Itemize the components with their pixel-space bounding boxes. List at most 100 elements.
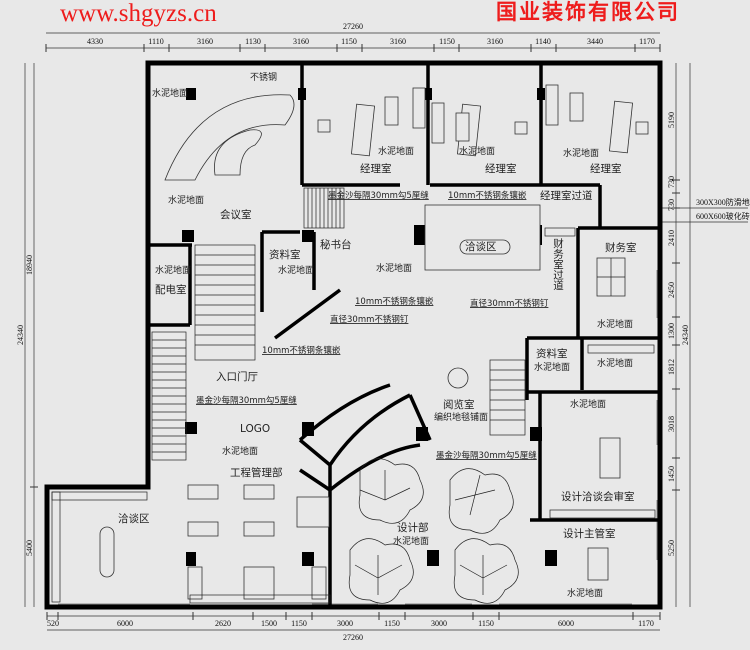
dim-top: 3160 <box>197 37 213 46</box>
dim-top: 3160 <box>390 37 406 46</box>
note-strip: 10mm不锈钢条镶嵌 <box>355 296 434 307</box>
floor-label: 水泥地面 <box>155 264 191 276</box>
room-finance: 财务室 <box>605 241 637 254</box>
design-workstations <box>348 458 519 604</box>
dim-top: 1140 <box>535 37 551 46</box>
floor-label: 水泥地面 <box>459 145 495 157</box>
floor-label: 水泥地面 <box>393 535 429 547</box>
dim-bottom: 1500 <box>261 619 277 628</box>
floor-label: 水泥地面 <box>534 361 570 373</box>
room-manager-corridor: 经理室过道 <box>540 189 593 202</box>
stairs <box>151 187 526 461</box>
dim-right: 2450 <box>667 282 676 298</box>
floor-label: 水泥地面 <box>570 398 606 410</box>
room-design-supervisor: 设计主管室 <box>563 527 616 540</box>
dim-bottom: 2620 <box>215 619 231 628</box>
dim-bottom: 6000 <box>558 619 574 628</box>
dim-top: 1170 <box>639 37 655 46</box>
dim-bottom: 3000 <box>431 619 447 628</box>
room-power: 配电室 <box>155 283 187 296</box>
dim-right: 730 <box>667 199 676 211</box>
floor-label: 水泥地面 <box>278 264 314 276</box>
note-granite: 墨金沙每隔30mm勾5厘缝 <box>196 395 297 406</box>
dim-bottom: 1150 <box>478 619 494 628</box>
dim-right: 5190 <box>667 112 676 128</box>
curved-walls <box>298 383 432 605</box>
room-archive: 资料室 <box>536 347 568 360</box>
furniture <box>51 84 656 604</box>
dim-left-total: 24340 <box>16 325 25 345</box>
dim-top: 3440 <box>587 37 603 46</box>
room-design-review: 设计洽谈会审室 <box>561 490 635 503</box>
dim-bottom-total: 27260 <box>343 633 363 642</box>
walls <box>44 60 663 610</box>
room-engineering: 工程管理部 <box>230 466 283 479</box>
dim-bottom: 1170 <box>638 619 654 628</box>
room-lobby: 入口门厅 <box>216 370 258 383</box>
dim-bottom: 1150 <box>384 619 400 628</box>
dim-right: 1300 <box>667 323 676 339</box>
dim-top: 3160 <box>487 37 503 46</box>
dim-left: 5400 <box>25 540 34 556</box>
dim-bottom: 6000 <box>117 619 133 628</box>
dim-bottom: 1150 <box>291 619 307 628</box>
dim-left: 18940 <box>25 255 34 275</box>
interior-walls <box>148 63 658 522</box>
dim-top: 1110 <box>148 37 163 46</box>
floor-label: 水泥地面 <box>563 147 599 159</box>
room-labels: 不锈钢 水泥地面 水泥地面 会议室 水泥地面 经理室 水泥地面 经理室 水泥地面… <box>118 71 637 599</box>
floor-label: 水泥地面 <box>168 194 204 206</box>
dim-right: 3018 <box>667 416 676 432</box>
floor-label: 水泥地面 <box>222 445 258 457</box>
note-granite: 墨金沙每隔30mm勾5厘缝 <box>436 450 537 461</box>
note-stainless: 不锈钢 <box>250 71 277 83</box>
room-manager: 经理室 <box>485 162 517 175</box>
dimension-labels: 27260 4330 1110 3160 1130 3160 1150 3160… <box>16 22 750 642</box>
review-table <box>599 437 621 479</box>
company-watermark: 国业装饰有限公司 <box>496 0 680 24</box>
website-watermark: www.shgyzs.cn <box>60 0 217 27</box>
floor-label: 水泥地面 <box>597 318 633 330</box>
dim-right: 730 <box>667 176 676 188</box>
room-archive: 资料室 <box>269 248 301 261</box>
callout-anti-slip-tile: 300X300防滑地 <box>696 197 750 207</box>
room-negotiation: 洽谈区 <box>465 240 497 253</box>
dim-top: 1150 <box>439 37 455 46</box>
storage-hatch <box>51 227 656 604</box>
floor-label: 水泥地面 <box>567 587 603 599</box>
callout-polished-tile: 600X600玻化砖 <box>696 211 750 221</box>
logo-wall: LOGO <box>240 423 270 435</box>
room-meeting: 会议室 <box>220 208 252 221</box>
floor-label: 水泥地面 <box>376 262 412 274</box>
floor-label: 水泥地面 <box>378 145 414 157</box>
dim-right: 1812 <box>667 359 676 375</box>
room-manager: 经理室 <box>360 162 392 175</box>
reading-floor: 编织地毯铺面 <box>434 411 488 423</box>
room-secretary: 秘书台 <box>320 238 352 251</box>
dim-top: 4330 <box>87 37 103 46</box>
room-reading: 阅览室 <box>443 398 475 411</box>
dim-top: 3160 <box>293 37 309 46</box>
negotiation-table <box>99 526 115 578</box>
note-strip: 10mm不锈钢条镶嵌 <box>448 190 527 201</box>
dim-bottom: 3000 <box>337 619 353 628</box>
dim-bottom: 520 <box>47 619 59 628</box>
room-finance-corridor: 财务室过道 <box>552 237 564 290</box>
note-nail: 直径30mm不锈钢钉 <box>330 314 409 325</box>
dim-right: 5250 <box>667 540 676 556</box>
floor-label: 水泥地面 <box>152 87 188 99</box>
dimension-lines <box>24 32 748 631</box>
dim-top: 1150 <box>341 37 357 46</box>
reading-table <box>447 367 469 389</box>
desk <box>350 103 376 157</box>
room-manager: 经理室 <box>590 162 622 175</box>
dim-right: 1450 <box>667 466 676 482</box>
dim-right: 2410 <box>667 230 676 246</box>
note-nail: 直径30mm不锈钢钉 <box>470 298 549 309</box>
dim-right-total: 24340 <box>681 325 690 345</box>
dim-top: 1130 <box>245 37 261 46</box>
note-granite: 墨金沙每隔30mm勾5厘缝 <box>328 190 429 201</box>
dim-top-total: 27260 <box>343 22 363 31</box>
room-negotiation: 洽谈区 <box>118 512 150 525</box>
